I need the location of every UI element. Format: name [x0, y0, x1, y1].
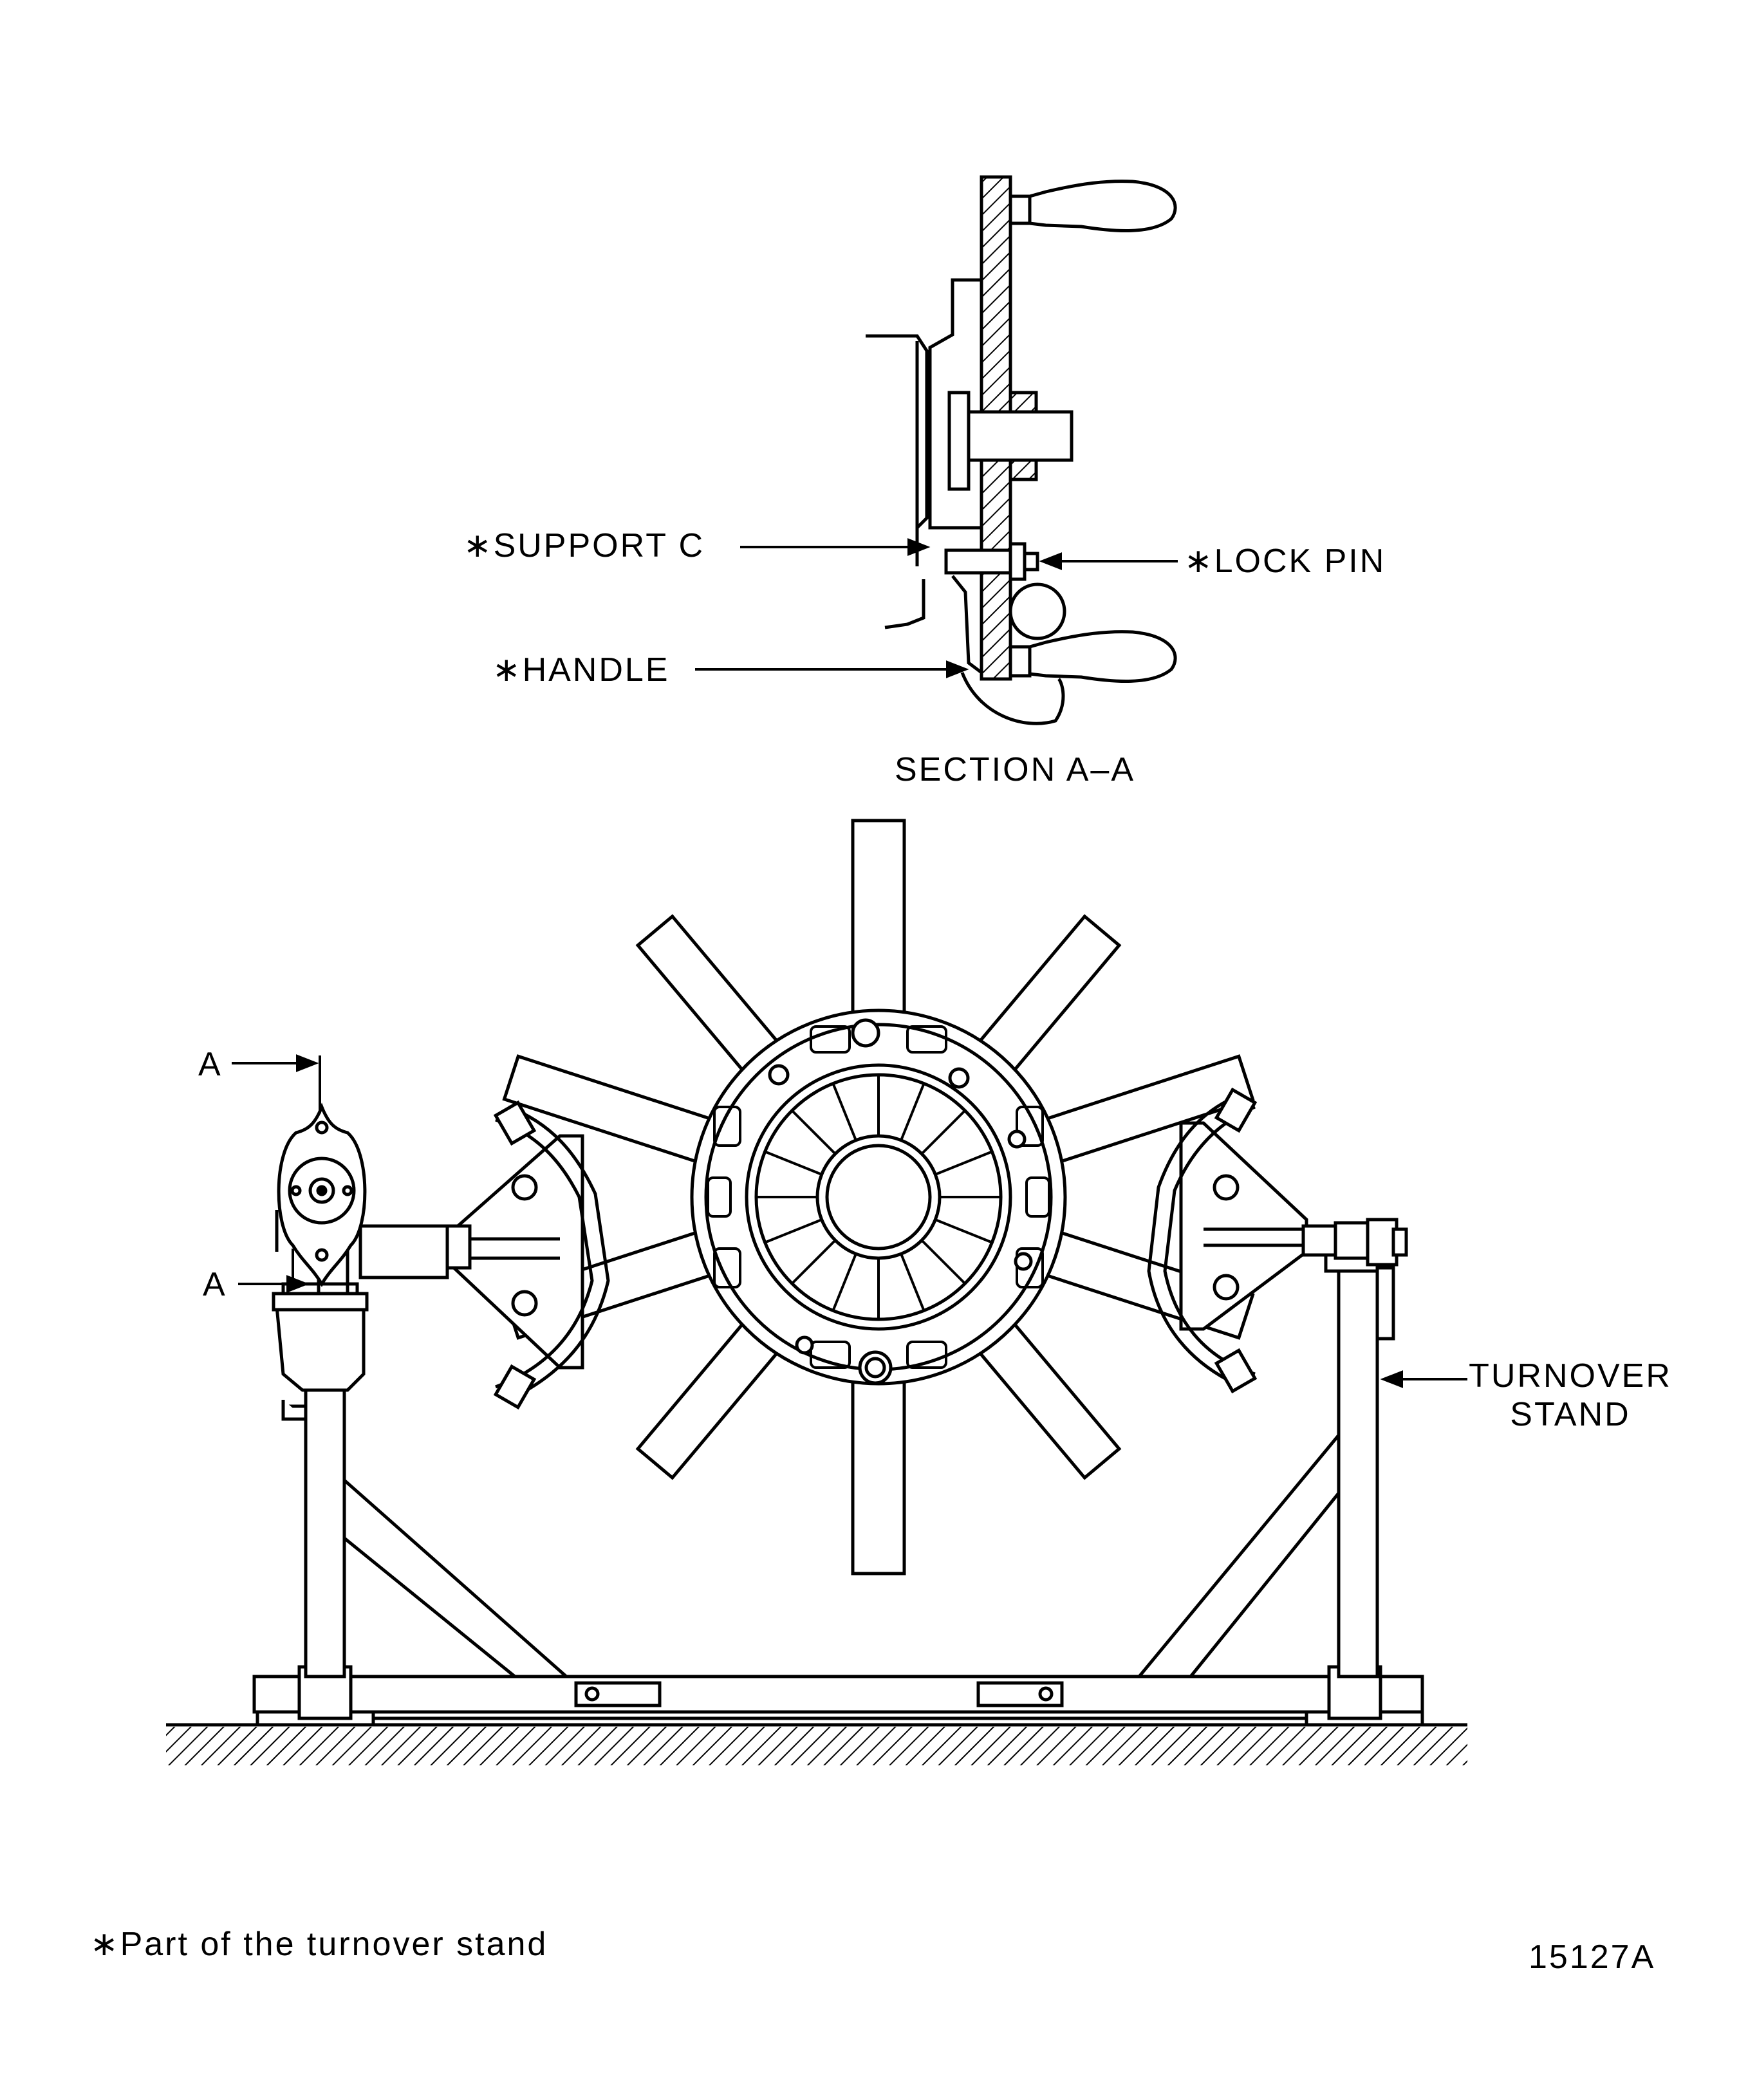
left-shaft: [358, 1224, 449, 1279]
top-handle: [1009, 180, 1177, 233]
top-boss: [851, 1018, 880, 1048]
left-adapter-bracket: [442, 1100, 610, 1410]
section-a-a-drawing: [866, 175, 1177, 725]
bottom-handle: [1009, 630, 1177, 683]
lock-pin-ring: [1009, 582, 1066, 640]
section-mark-a-bottom: A: [203, 1266, 227, 1303]
middle-ring: [745, 1063, 1012, 1331]
turnover-stand-line2: STAND: [1510, 1396, 1631, 1433]
figure-number: 15127A: [1529, 1938, 1656, 1976]
lock-pin-body: [944, 548, 1012, 575]
left-hand-wheel: [275, 1102, 449, 1294]
spoke-top: [851, 819, 906, 1028]
section-mark-a-top: A: [198, 1046, 223, 1083]
support-c-label: ∗SUPPORT C: [463, 527, 705, 564]
shaft: [967, 410, 1074, 462]
turnover-stand-label: TURNOVER STAND: [1467, 1359, 1673, 1431]
stand-leader: [1380, 1370, 1467, 1388]
lock-pin-label: ∗LOCK PIN: [1184, 543, 1386, 580]
turnover-stand-line1: TURNOVER: [1469, 1357, 1672, 1395]
section-marks: [232, 1054, 321, 1293]
support-step: [928, 278, 981, 530]
right-brace: [1135, 1431, 1341, 1678]
handle-label: ∗HANDLE: [492, 651, 670, 689]
engine-frame-ring: [690, 1008, 1067, 1386]
turnover-stand-frame: [252, 1250, 1424, 1727]
right-post: [1337, 1263, 1379, 1678]
ground: [166, 1723, 1467, 1765]
left-post-housing: [275, 1305, 366, 1392]
section-title: SECTION A–A: [895, 751, 1135, 788]
footnote: ∗Part of the turnover stand: [90, 1926, 548, 1963]
section-leaders: [695, 538, 1178, 678]
base-rail: [252, 1675, 1424, 1714]
hub-ring: [815, 1134, 942, 1260]
bottom-boss: [858, 1350, 893, 1385]
spoke-bottom: [851, 1366, 906, 1575]
right-adapter-bracket: [1147, 1087, 1408, 1394]
left-brace: [342, 1476, 571, 1678]
